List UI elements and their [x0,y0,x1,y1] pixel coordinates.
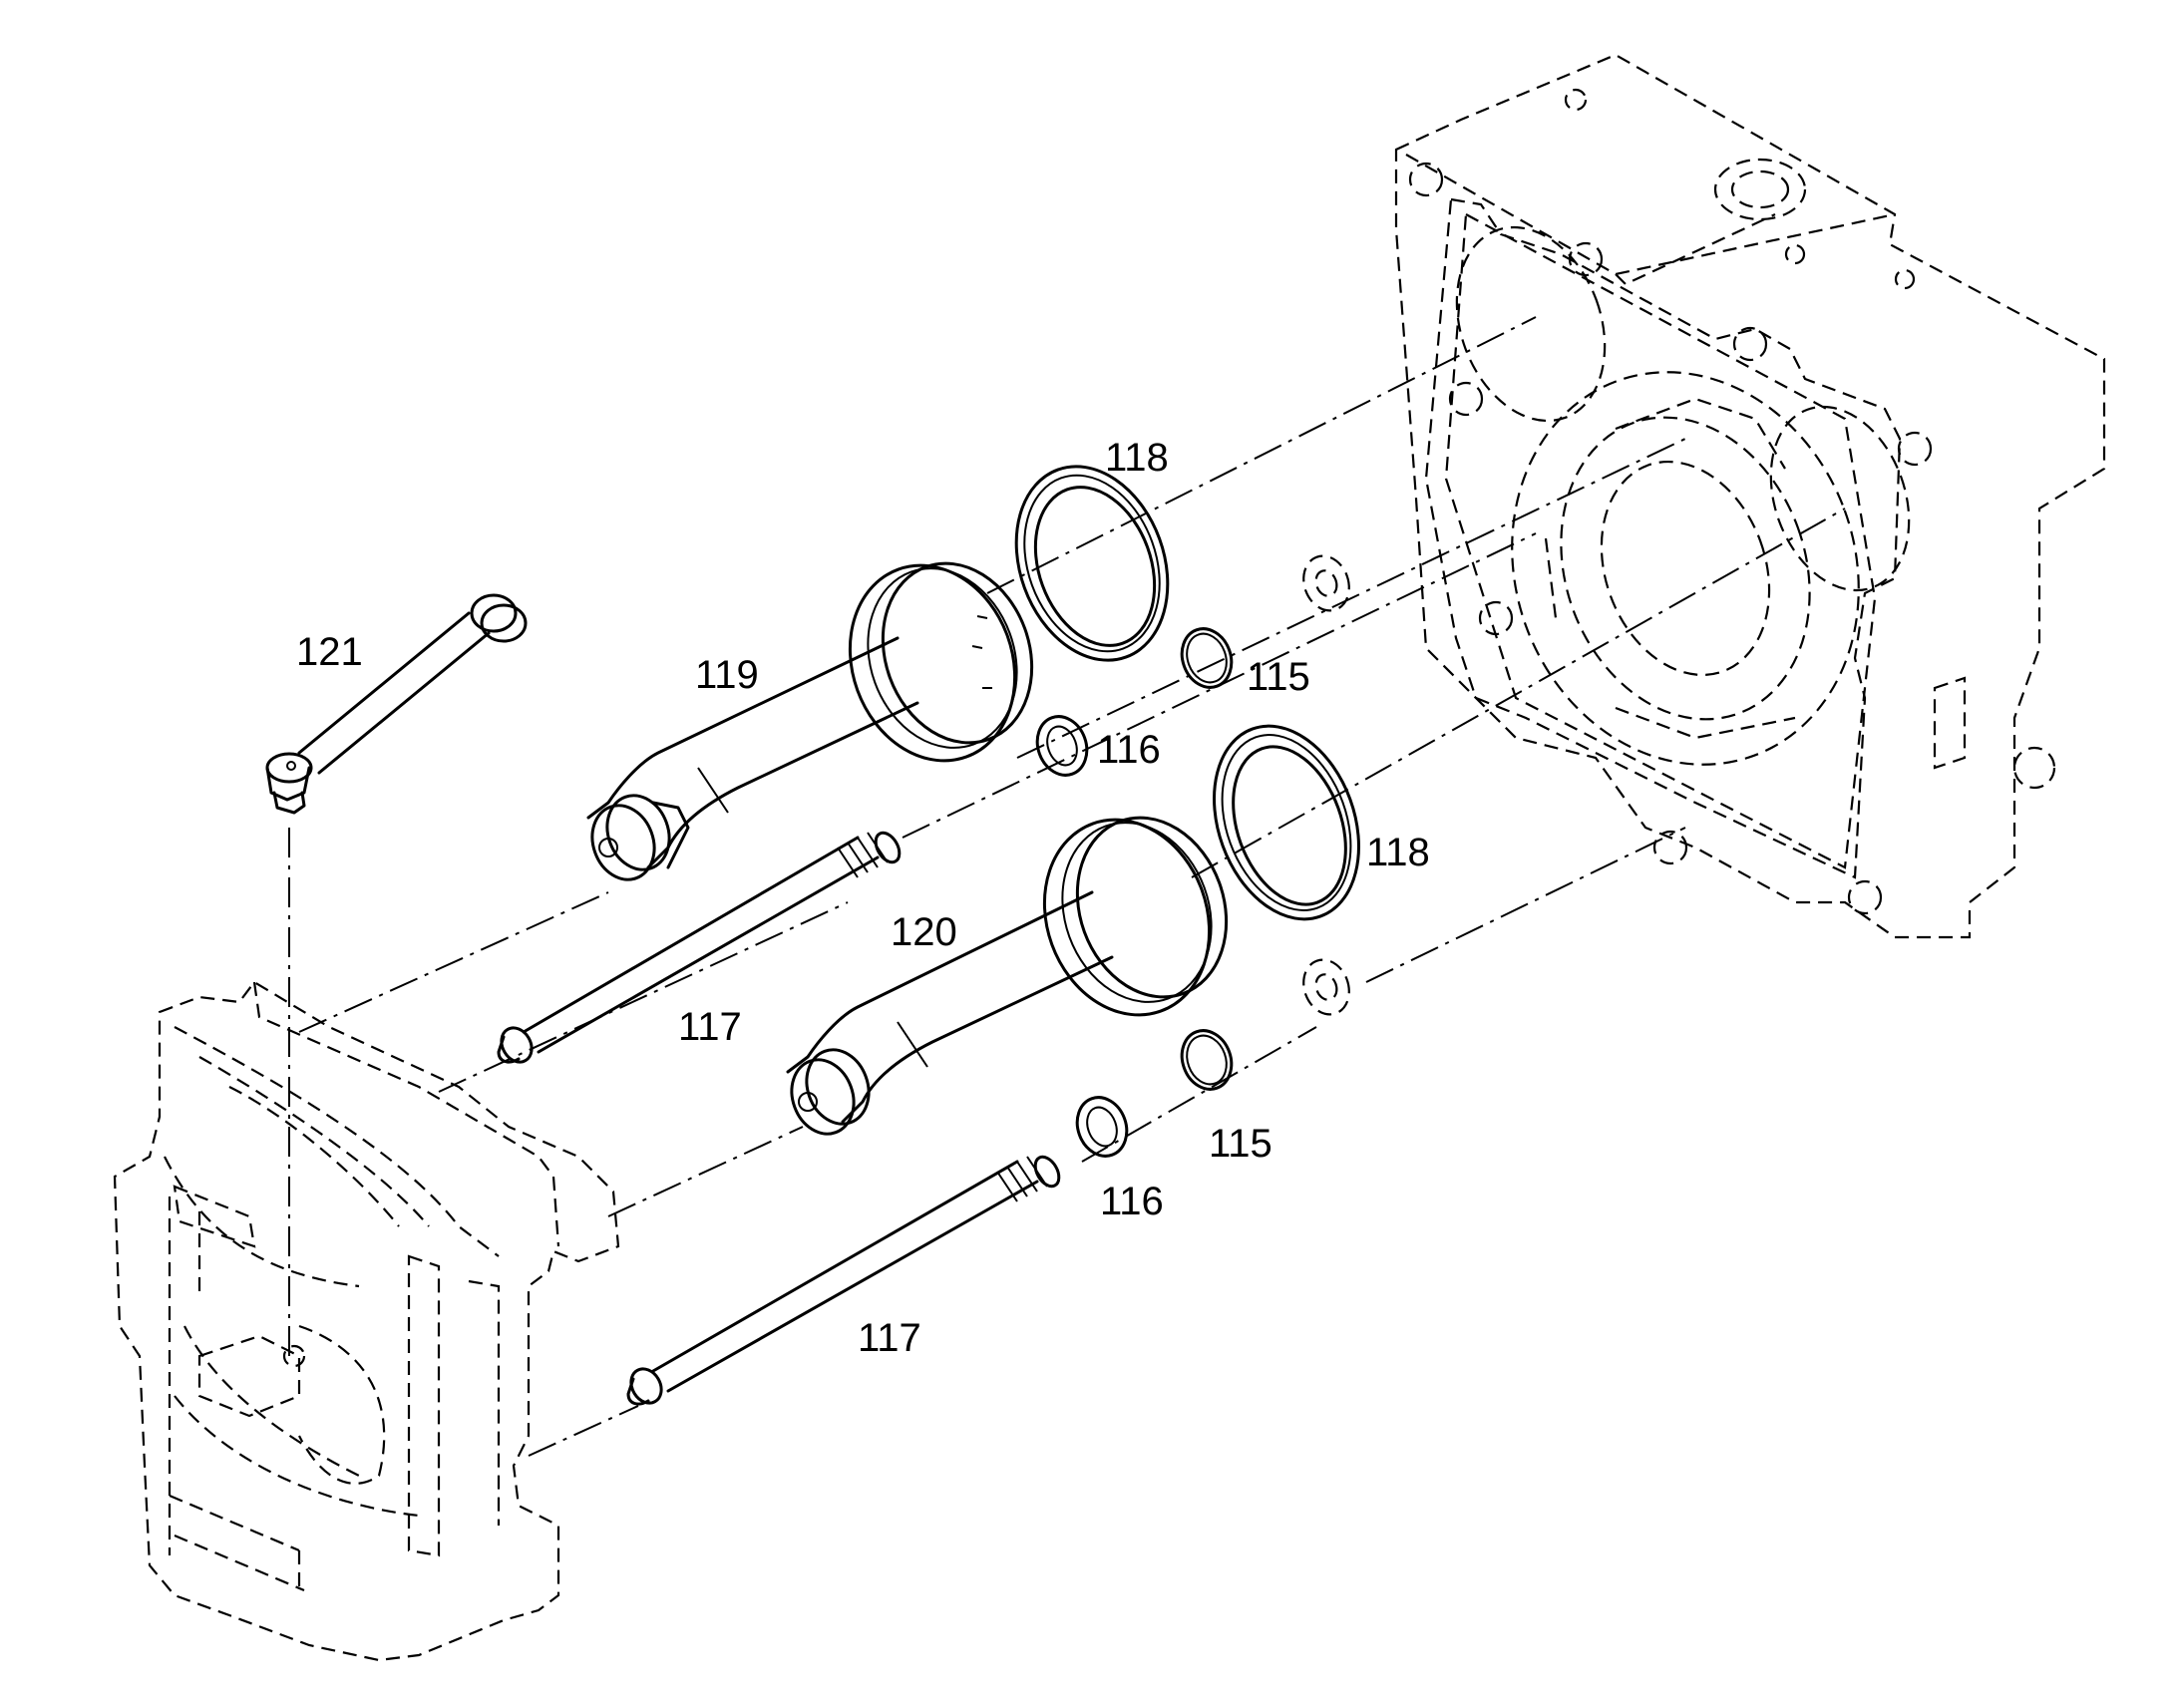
left-housing [113,980,620,1662]
callout-117-upper: 117 [678,1005,742,1049]
part-119-spool-upper [586,561,1034,881]
part-116-washer-upper [1035,715,1089,777]
part-115-o-ring-upper [1180,627,1234,689]
callout-116-upper: 116 [1097,728,1161,772]
part-116-washer-lower [1075,1096,1129,1158]
right-housing [1394,53,2106,939]
part-120-spool-lower [786,816,1229,1136]
callout-119: 119 [695,653,759,697]
callout-120: 120 [891,910,957,954]
part-117-rod-upper [497,831,902,1064]
callout-118-lower: 118 [1366,831,1430,874]
part-115-o-ring-lower [1180,1029,1234,1091]
part-117-rod-lower [626,1155,1061,1406]
part-118-seal-ring-upper [1014,465,1170,662]
part-121-pin [265,593,528,815]
callout-115-upper: 115 [1247,655,1310,699]
phantom-washers [1302,554,1350,1016]
assembly-centerlines [288,316,1846,1457]
part-118-seal-ring-lower [1213,724,1360,921]
callout-115-lower: 115 [1209,1122,1272,1166]
callout-117-lower: 117 [858,1316,921,1360]
callout-116-lower: 116 [1100,1180,1164,1223]
callout-labels: 118 121 119 115 116 118 120 117 115 116 … [296,436,1430,1360]
callout-121: 121 [296,630,363,674]
callout-118-upper: 118 [1105,436,1169,480]
